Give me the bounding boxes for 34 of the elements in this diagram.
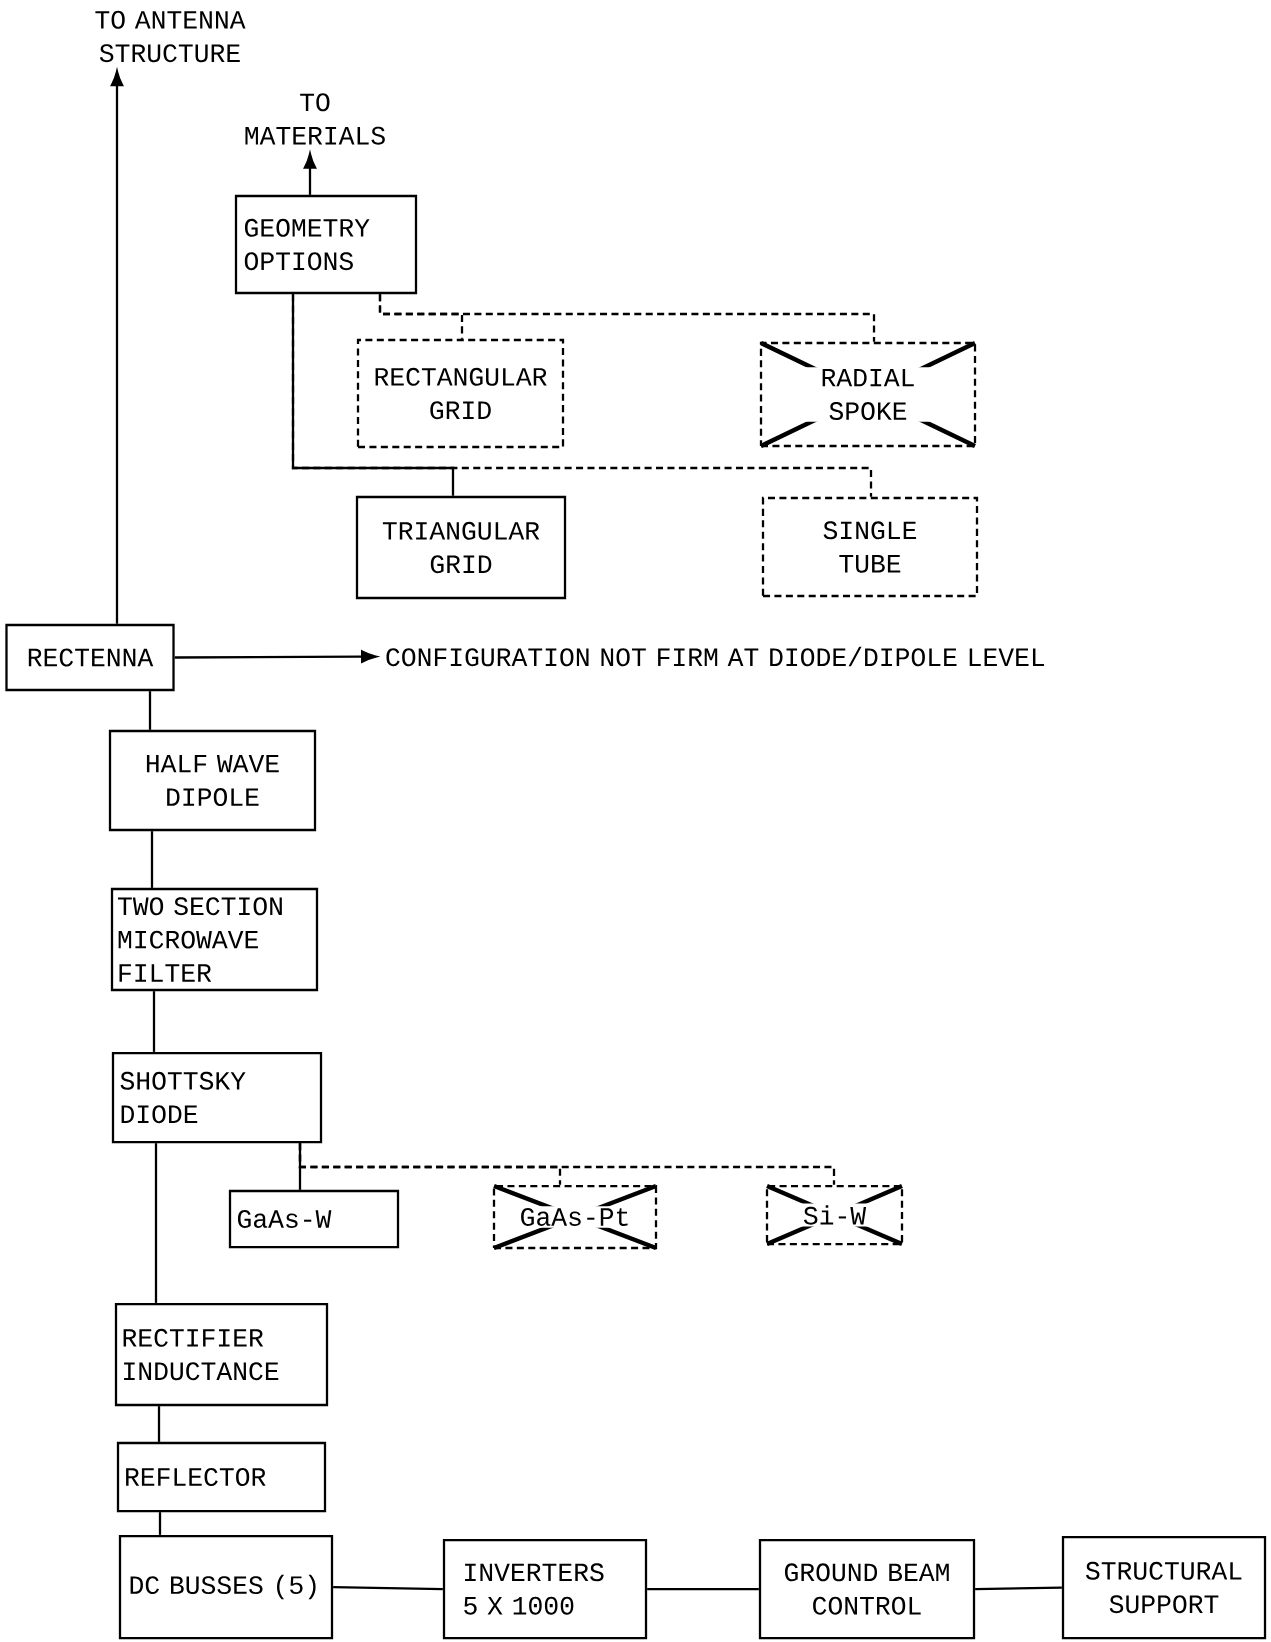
connector-line bbox=[154, 1143, 158, 1303]
connector-line bbox=[975, 1586, 1062, 1591]
process-box: GaAs-W bbox=[228, 1189, 400, 1249]
connector-line bbox=[152, 991, 156, 1052]
process-box: DC BUSSES (5) bbox=[118, 1534, 334, 1640]
crossed-out-box: RADIAL SPOKE bbox=[758, 340, 978, 449]
connector-line bbox=[378, 294, 876, 342]
connector-line bbox=[647, 1587, 759, 1591]
process-box: RECTANGULAR GRID bbox=[356, 338, 565, 449]
process-box: SHOTTSKY DIODE bbox=[111, 1051, 323, 1144]
arrow bbox=[110, 70, 124, 624]
process-box: GROUND BEAM CONTROL bbox=[758, 1538, 976, 1640]
process-box: STRUCTURAL SUPPORT bbox=[1061, 1535, 1267, 1640]
process-box: INVERTERS 5 X 1000 bbox=[442, 1538, 648, 1640]
note-text: CONFIGURATION NOT FIRM AT DIODE/DIPOLE LEVEL bbox=[386, 646, 1045, 667]
process-box: HALF WAVE DIPOLE bbox=[108, 729, 317, 832]
connector-line bbox=[150, 831, 154, 888]
process-box: REFLECTOR bbox=[116, 1441, 327, 1513]
process-box: TWO SECTION MICROWAVE FILTER bbox=[110, 887, 319, 992]
connector-line bbox=[148, 691, 152, 730]
crossed-out-box: GaAs-Pt bbox=[491, 1183, 659, 1251]
crossed-out-box: Si-W bbox=[764, 1183, 905, 1247]
process-box: RECTENNA bbox=[5, 623, 175, 692]
connector-line bbox=[298, 1143, 836, 1185]
note-text: TO ANTENNA STRUCTURE bbox=[95, 10, 246, 63]
connector-line bbox=[157, 1406, 161, 1442]
connector-line bbox=[333, 1585, 443, 1591]
process-box: TRIANGULAR GRID bbox=[355, 495, 567, 600]
process-box: GEOMETRY OPTIONS bbox=[234, 194, 418, 295]
process-box: SINGLE TUBE bbox=[761, 496, 979, 598]
note-text: TO MATERIALS bbox=[245, 93, 385, 145]
connector-line bbox=[158, 1512, 162, 1535]
process-box: RECTIFIER INDUCTANCE bbox=[114, 1302, 329, 1407]
connector-line bbox=[291, 294, 873, 497]
